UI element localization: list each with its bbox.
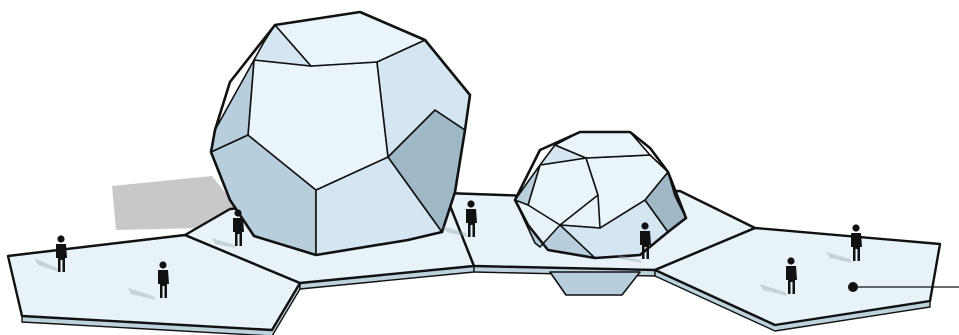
dodecahedron-small [515, 132, 686, 258]
marker-dot [848, 282, 858, 292]
small-solid-bottom [550, 272, 640, 295]
dodecahedron-large [211, 12, 470, 255]
